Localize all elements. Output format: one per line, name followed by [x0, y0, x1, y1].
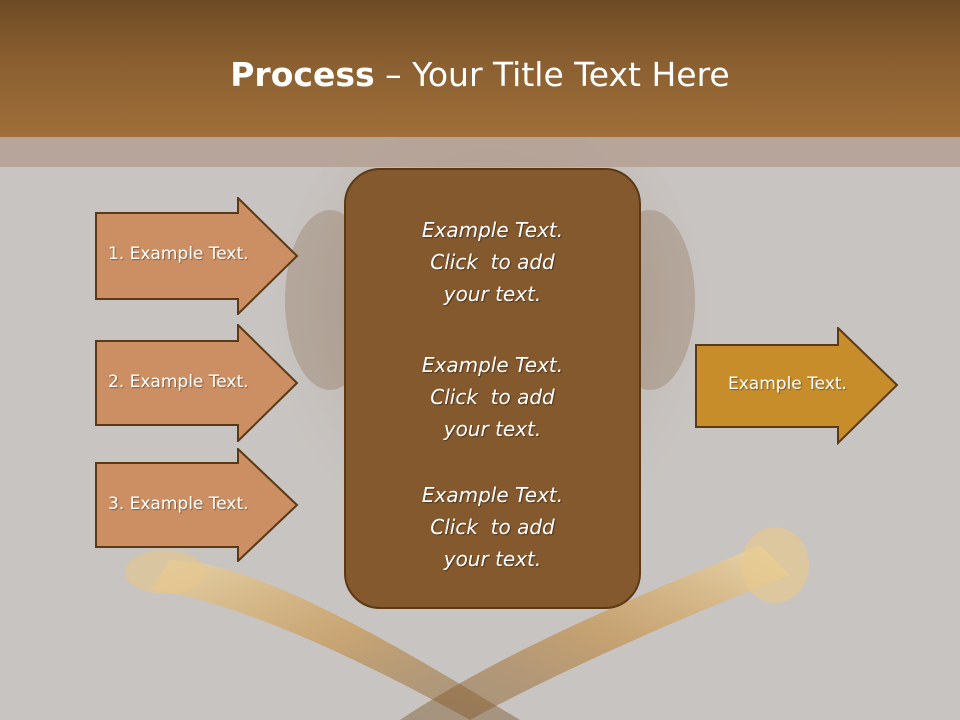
step-arrow-label: 3. Example Text.	[108, 494, 249, 514]
center-text-line: Click to add	[430, 515, 555, 539]
step-arrow-label: 2. Example Text.	[108, 372, 249, 392]
center-text-line: your text.	[443, 417, 542, 441]
step-arrow-1[interactable]: 1. Example Text.	[95, 197, 299, 315]
result-arrow[interactable]: Example Text.	[695, 327, 899, 445]
arrow-shape-icon	[95, 197, 299, 315]
center-text-line: your text.	[443, 547, 542, 571]
title-bar	[0, 0, 960, 137]
center-text-line: Example Text.	[421, 353, 564, 377]
center-text-line: Example Text.	[421, 483, 564, 507]
title-rest-part: – Your Title Text Here	[374, 55, 730, 94]
center-text-line: Click to add	[430, 385, 555, 409]
title-bar-accent-strip	[0, 137, 960, 167]
center-text-block-1: Example Text. Click to add your text.	[346, 214, 639, 310]
center-text-line: Click to add	[430, 250, 555, 274]
center-content-box[interactable]: Example Text. Click to add your text. Ex…	[344, 168, 641, 609]
step-arrow-3[interactable]: 3. Example Text.	[95, 448, 299, 562]
title-bold-part: Process	[230, 55, 375, 94]
arrow-shape-icon	[695, 327, 899, 445]
center-text-line: Example Text.	[421, 218, 564, 242]
arrow-shape-icon	[95, 448, 299, 562]
center-text-block-2: Example Text. Click to add your text.	[346, 349, 639, 445]
arrow-shape-icon	[95, 324, 299, 442]
result-arrow-label: Example Text.	[728, 374, 847, 394]
center-text-line: your text.	[443, 282, 542, 306]
center-text-block-3: Example Text. Click to add your text.	[346, 479, 639, 575]
slide-title[interactable]: Process – Your Title Text Here	[0, 50, 960, 100]
step-arrow-2[interactable]: 2. Example Text.	[95, 324, 299, 442]
step-arrow-label: 1. Example Text.	[108, 244, 249, 264]
